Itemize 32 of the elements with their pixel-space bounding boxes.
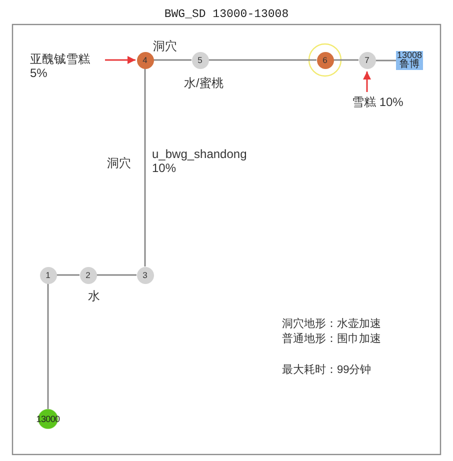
station-circle: 3 [136,266,154,284]
arrow [105,56,136,64]
connector-line [96,274,136,276]
connector-line [154,59,192,61]
connector-line [56,274,80,276]
callout-label: 亚醜铖雪糕 [30,52,90,66]
station-circle: 6 [316,52,334,68]
arrow [363,72,371,92]
connector-line [208,59,316,61]
annotation-text: u_bwg_shandong 10% [152,147,248,175]
connector-line [144,68,146,266]
station-circle: 4 [136,52,154,68]
callout-label: 雪糕 10% [352,95,404,109]
note-text: 普通地形：围巾加速 [282,332,381,346]
note-text: 最大耗时：99分钟 [282,363,372,377]
connector-line [47,284,49,409]
connector-line [376,60,396,62]
station-circle: 7 [358,52,376,68]
node-caption: 水/蜜桃 [184,76,224,90]
end-node-tag [396,51,424,70]
connector-line [334,59,358,61]
station-circle: 2 [80,266,96,284]
note-text: 洞穴地形：水壶加速 [282,317,381,331]
edge-label: 洞穴 [107,156,131,170]
node-code: 13008 [397,51,422,60]
node-caption: 水 [88,289,100,303]
callout-label: 5% [30,66,48,80]
station-circle: 5 [192,52,208,68]
station-circle: 1 [40,266,56,284]
node-caption: 洞穴 [153,39,177,53]
node-name: 鲁博 [398,60,421,70]
diagram-title: BWG_SD 13000-13008 [163,8,290,22]
